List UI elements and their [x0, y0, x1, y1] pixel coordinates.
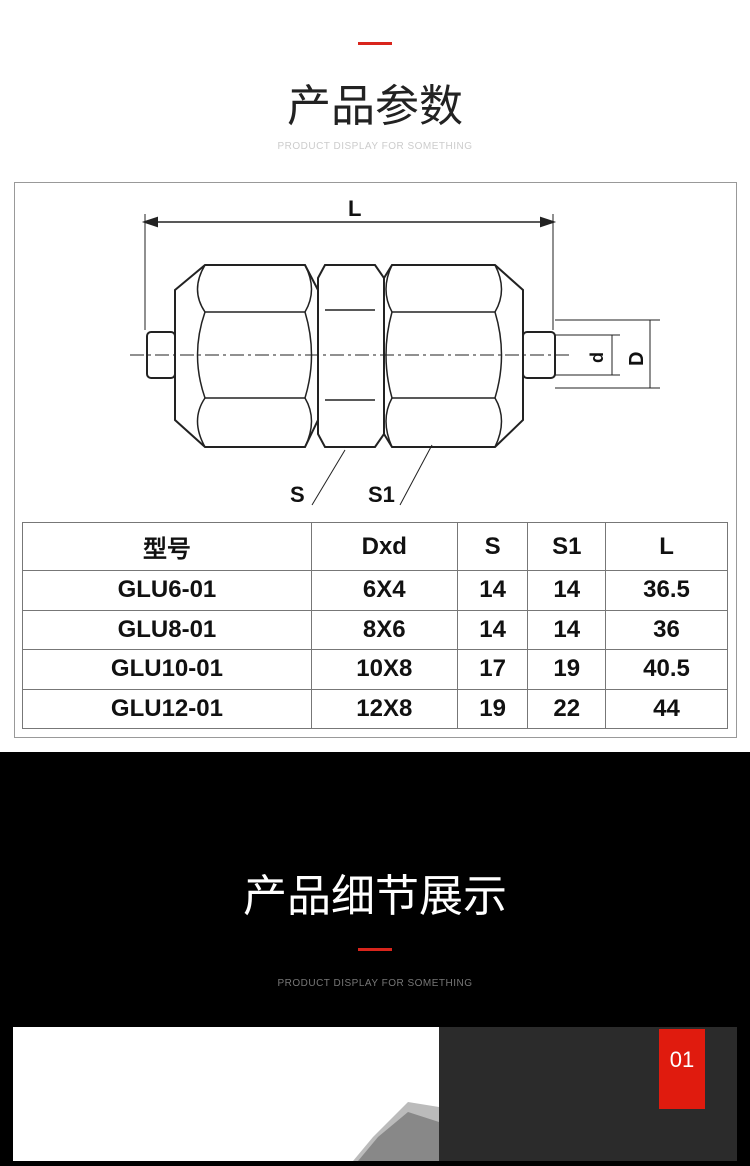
middle-hex	[317, 264, 385, 448]
cell: 6X4	[310, 570, 458, 611]
cell: GLU6-01	[22, 570, 312, 611]
header-dxd: Dxd	[310, 522, 458, 571]
table-header: 型号 Dxd S S1 L	[22, 522, 728, 571]
cell: GLU8-01	[22, 609, 312, 650]
cell: 8X6	[310, 609, 458, 650]
label-D: D	[626, 352, 648, 366]
cell: GLU12-01	[22, 688, 312, 729]
header-s: S	[456, 522, 529, 571]
spec-box	[14, 182, 737, 738]
accent-bar	[358, 948, 392, 951]
cell: 14	[456, 570, 529, 611]
header-model: 型号	[22, 522, 312, 571]
cell: 44	[605, 688, 728, 729]
cell: 40.5	[605, 649, 728, 690]
cell: 14	[456, 609, 529, 650]
cell: 19	[527, 649, 607, 690]
section-title-details: 产品细节展示	[243, 871, 507, 922]
cell: 14	[527, 570, 607, 611]
accent-bar	[358, 42, 392, 45]
left-hex	[174, 264, 319, 448]
cell: 10X8	[310, 649, 458, 690]
detail-image	[13, 1027, 439, 1161]
label-S: S	[290, 482, 305, 507]
cell: 22	[527, 688, 607, 729]
cell: GLU10-01	[22, 649, 312, 690]
label-L: L	[348, 196, 361, 221]
right-hex	[383, 264, 524, 448]
header-s1: S1	[527, 522, 607, 571]
label-d: d	[587, 352, 607, 363]
fitting-drawing: L d D S S1	[130, 196, 660, 507]
cell: 17	[456, 649, 529, 690]
dimension-L	[141, 214, 557, 330]
cell: 14	[527, 609, 607, 650]
cell: 19	[456, 688, 529, 729]
header-l: L	[605, 522, 728, 571]
label-S1: S1	[368, 482, 395, 507]
fitting-photo	[353, 1102, 439, 1161]
cell: 36	[605, 609, 728, 650]
section-title: 产品参数	[287, 81, 463, 132]
section-subtitle-details: PRODUCT DISPLAY FOR SOMETHING	[277, 978, 473, 989]
section-subtitle: PRODUCT DISPLAY FOR SOMETHING	[277, 141, 473, 152]
detail-badge: 01	[659, 1029, 705, 1109]
cell: 12X8	[310, 688, 458, 729]
cell: 36.5	[605, 570, 728, 611]
